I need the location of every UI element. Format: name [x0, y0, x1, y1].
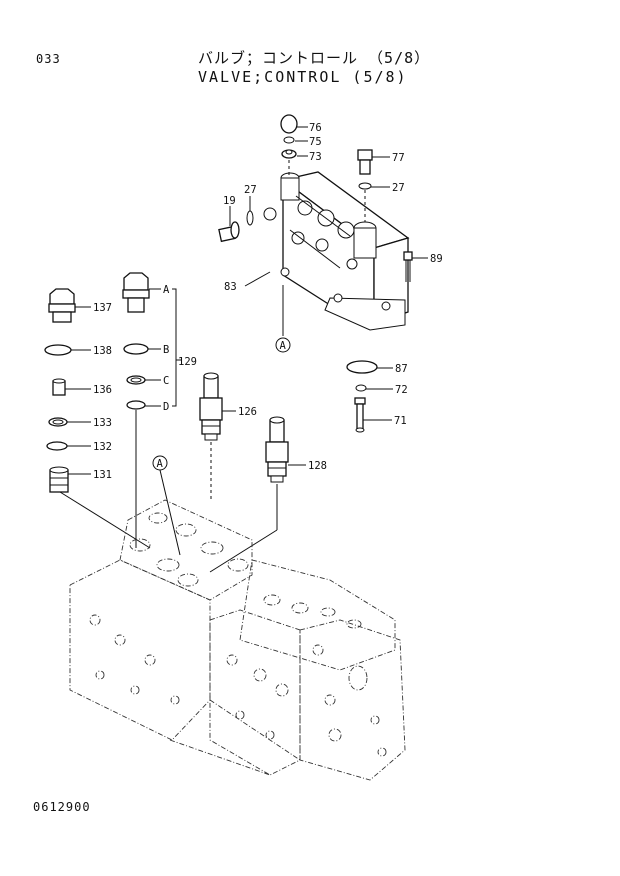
part-137-plug: 137: [48, 288, 112, 323]
part-71-valve: 71: [354, 397, 407, 433]
part-131-sleeve: 131: [49, 466, 112, 493]
main-control-valve-body: [69, 499, 406, 781]
reference-label-a-upper: A: [280, 340, 287, 352]
callout-72: 72: [395, 384, 408, 396]
part-73-plug: 73: [281, 149, 322, 176]
callout-76: 76: [309, 122, 322, 134]
part-87-oring: 87: [346, 360, 408, 375]
callout-c: C: [163, 375, 169, 387]
part-d-oring: D: [126, 400, 169, 413]
callout-27-right: 27: [392, 182, 405, 194]
callout-126: 126: [238, 406, 257, 418]
part-b-oring: B: [123, 343, 169, 356]
callout-a: A: [163, 284, 170, 296]
part-128-sensor: 128: [209, 416, 327, 573]
title-english: VALVE;CONTROL (5/8): [198, 68, 408, 86]
part-27-oring-left: 27: [244, 184, 257, 226]
part-133-ring: 133: [48, 417, 112, 429]
part-a-plug: A: [122, 272, 170, 313]
page-number: 033: [36, 52, 61, 66]
part-76-cap: 76: [280, 114, 322, 134]
callout-132: 132: [93, 441, 112, 453]
part-138-oring: 138: [44, 344, 112, 357]
callout-b: B: [163, 344, 169, 356]
callout-131: 131: [93, 469, 112, 481]
valve-block-83: [263, 171, 410, 331]
part-19-plug: 19: [218, 195, 240, 243]
callout-133: 133: [93, 417, 112, 429]
part-77-plug: 77: [357, 149, 405, 175]
callout-75: 75: [309, 136, 322, 148]
callout-136: 136: [93, 384, 112, 396]
callout-128: 128: [308, 460, 327, 472]
callout-138: 138: [93, 345, 112, 357]
part-136-spacer: 136: [52, 378, 112, 396]
callout-27-left: 27: [244, 184, 257, 196]
part-72-oring: 72: [355, 384, 408, 396]
part-27-oring-right: 27: [358, 182, 405, 222]
part-c-ring: C: [126, 375, 169, 387]
callout-87: 87: [395, 363, 408, 375]
callout-71: 71: [394, 415, 407, 427]
document-code: 0612900: [33, 800, 91, 814]
reference-marker-a-upper: [275, 337, 291, 353]
callout-83: 83: [224, 281, 237, 293]
callout-129: 129: [178, 356, 197, 368]
callout-137: 137: [93, 302, 112, 314]
callout-19: 19: [223, 195, 236, 207]
callout-d: D: [163, 401, 169, 413]
callout-89: 89: [430, 253, 443, 265]
reference-label-a-lower: A: [157, 458, 164, 470]
part-75-oring: 75: [283, 136, 322, 148]
callout-77: 77: [392, 152, 405, 164]
callout-73: 73: [309, 151, 322, 163]
title-japanese: バルブ；コントロール （5/8）: [198, 49, 431, 67]
part-132-oring: 132: [46, 441, 112, 453]
part-89-bolt: 89: [403, 251, 443, 282]
part-126-sensor: 126: [199, 372, 257, 500]
